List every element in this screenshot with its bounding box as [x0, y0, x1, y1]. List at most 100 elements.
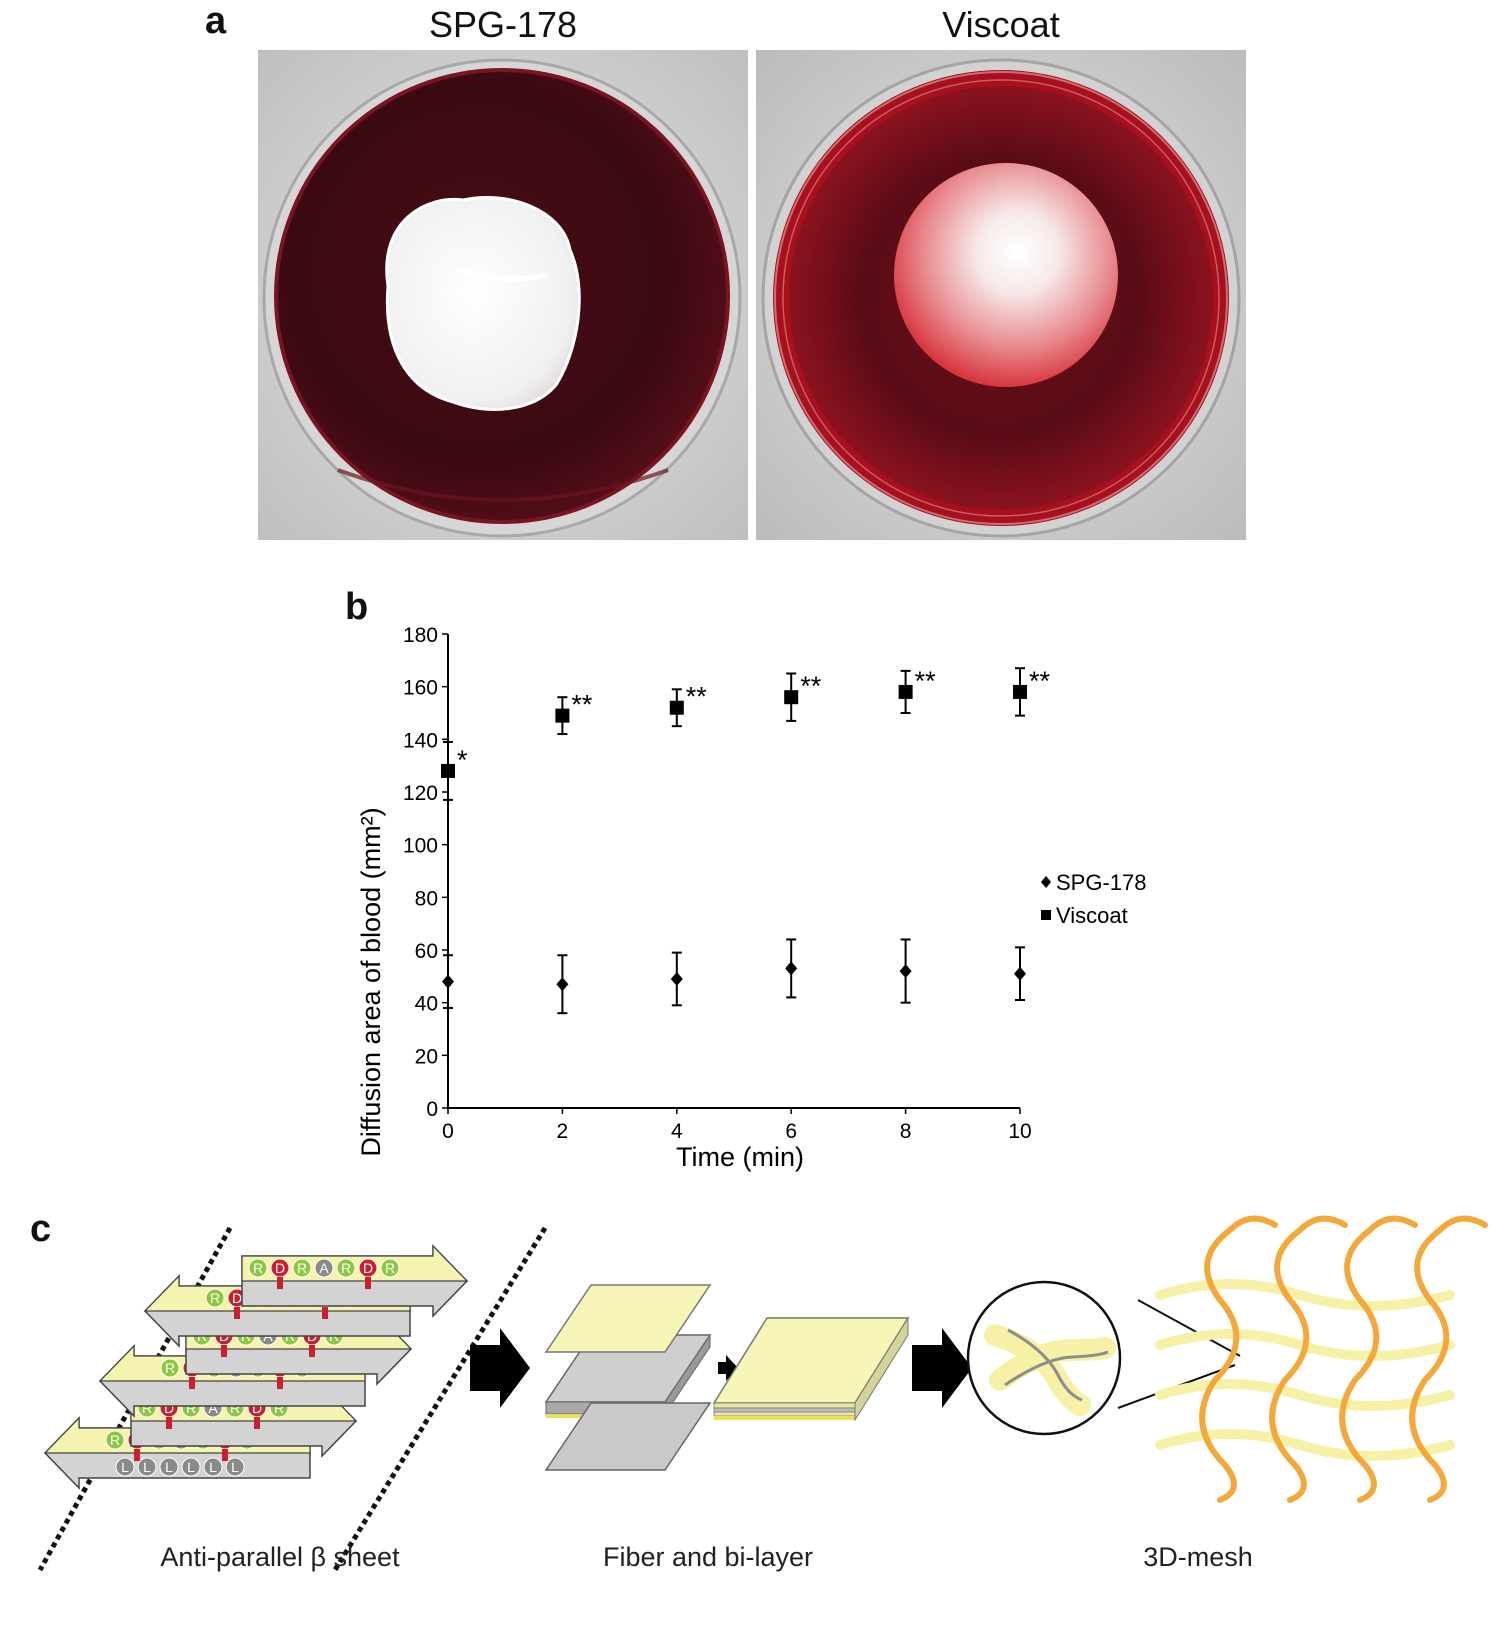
charge-bond — [277, 1277, 283, 1289]
significance-mark: ** — [686, 682, 708, 712]
mesh-fiber-horizontal — [1155, 1379, 1455, 1411]
mesh-fiber-curl — [1297, 1215, 1348, 1233]
residue-letter: D — [252, 1400, 262, 1416]
residue-letter: A — [208, 1400, 218, 1416]
residue-letter: R — [110, 1432, 120, 1448]
bilayer-stacked-sheets — [712, 1316, 910, 1422]
significance-mark: ** — [1029, 666, 1051, 696]
3d-mesh-network — [1155, 1215, 1488, 1503]
residue-letter: R — [186, 1400, 196, 1416]
residue-letter: D — [275, 1260, 285, 1276]
residue-letter: R — [253, 1260, 263, 1276]
dashed-boundary-right — [332, 1226, 548, 1572]
charge-bond — [189, 1377, 195, 1389]
residue-L — [159, 1457, 179, 1477]
residue-letter: L — [209, 1459, 217, 1475]
dashed-boundary-left — [37, 1226, 233, 1572]
fiber-zoom-circle — [966, 1280, 1241, 1436]
charge-bond — [221, 1345, 227, 1357]
residue-letter: A — [319, 1260, 329, 1276]
residue-letter: R — [165, 1360, 175, 1376]
residue-R — [248, 1258, 268, 1278]
x-tick-label: 4 — [671, 1120, 683, 1143]
residue-R — [205, 1288, 225, 1308]
caption-beta-sheet: Anti-parallel β sheet — [160, 1542, 400, 1572]
charge-bond — [134, 1449, 140, 1461]
significance-mark: ** — [800, 671, 822, 701]
photo-title-spg178: SPG-178 — [428, 4, 578, 45]
y-tick-label: 160 — [403, 677, 438, 700]
charge-bond — [166, 1417, 172, 1429]
residue-letter: R — [142, 1400, 152, 1416]
mesh-fiber-vertical — [1339, 1227, 1380, 1503]
residue-letter: L — [143, 1459, 151, 1475]
y-axis-label: Diffusion area of blood (mm²) — [356, 807, 386, 1156]
y-tick-label: 80 — [415, 887, 438, 910]
significance-mark: * — [457, 745, 468, 775]
charge-bond — [254, 1417, 260, 1429]
y-tick-label: 20 — [415, 1045, 438, 1068]
y-tick-label: 40 — [415, 993, 438, 1016]
spg178-point — [1014, 966, 1026, 981]
beta-sheet-strands: RDRARDRLLLLLLRDRARDRRDRARDRRDRARDRRDRARD… — [43, 1244, 469, 1490]
x-axis-label: Time (min) — [676, 1142, 804, 1172]
mesh-fiber-curl — [1367, 1215, 1418, 1233]
residue-R — [336, 1258, 356, 1278]
legend-marker-spg178 — [1041, 876, 1051, 888]
charge-bond — [322, 1307, 328, 1319]
viscoat-point — [669, 700, 684, 715]
panel-b-letter: b — [345, 586, 369, 628]
chart-marks: *********** — [441, 666, 1051, 1015]
x-tick-label: 2 — [557, 1120, 569, 1143]
self-assembly-schematic: RDRARDRLLLLLLRDRARDRRDRARDRRDRARDRRDRARD… — [37, 1215, 1488, 1572]
residue-R — [292, 1258, 312, 1278]
residue-R — [380, 1258, 400, 1278]
charge-bond — [234, 1307, 240, 1319]
x-tick-label: 6 — [785, 1120, 797, 1143]
bilayer-top-sheet — [544, 1284, 712, 1353]
mesh-fiber-vertical — [1409, 1227, 1450, 1503]
mesh-fiber-horizontal — [1155, 1329, 1455, 1361]
spg178-point — [785, 961, 798, 976]
mesh-fiber-vertical — [1199, 1227, 1240, 1503]
mesh-fiber-horizontal — [1155, 1279, 1455, 1311]
viscoat-point — [441, 763, 455, 778]
mesh-fiber-curl — [1437, 1215, 1488, 1233]
residue-letter: R — [341, 1260, 351, 1276]
residue-letter: R — [210, 1290, 220, 1306]
residue-letter: L — [187, 1459, 195, 1475]
residue-letter: R — [274, 1400, 284, 1416]
arrow-right-icon-2 — [912, 1328, 972, 1408]
legend-label: SPG-178 — [1056, 870, 1147, 895]
charge-bond — [277, 1377, 283, 1389]
spg178-point — [556, 977, 569, 992]
panel-c-letter: c — [30, 1208, 52, 1250]
legend-label: Viscoat — [1056, 903, 1128, 928]
y-tick-label: 180 — [403, 624, 438, 647]
residue-L — [137, 1457, 157, 1477]
caption-fiber-bilayer: Fiber and bi-layer — [603, 1542, 813, 1572]
legend-marker-viscoat — [1041, 910, 1051, 920]
residue-L — [203, 1457, 223, 1477]
spg178-dish-photo — [258, 50, 748, 540]
residue-A — [314, 1258, 334, 1278]
residue-letter: R — [230, 1400, 240, 1416]
residue-letter: D — [363, 1260, 373, 1276]
x-tick-label: 10 — [1008, 1120, 1031, 1143]
residue-R — [160, 1358, 180, 1378]
caption-3d-mesh: 3D-mesh — [1143, 1542, 1253, 1572]
viscoat-point — [555, 708, 570, 723]
y-tick-label: 140 — [403, 729, 438, 752]
residue-L — [181, 1457, 201, 1477]
spg178-point — [899, 964, 912, 979]
charge-bond — [222, 1449, 228, 1461]
x-tick-label: 8 — [900, 1120, 912, 1143]
viscoat-dish-photo — [756, 50, 1246, 540]
y-tick-label: 100 — [403, 835, 438, 858]
bilayer-separate-sheets — [544, 1333, 712, 1471]
significance-mark: ** — [571, 690, 593, 720]
residue-letter: D — [232, 1290, 242, 1306]
